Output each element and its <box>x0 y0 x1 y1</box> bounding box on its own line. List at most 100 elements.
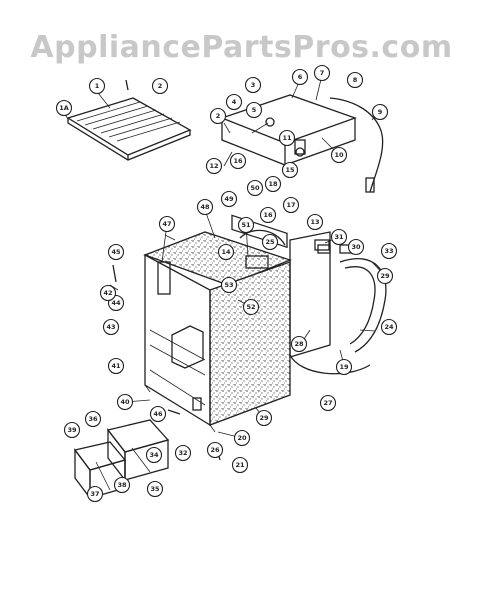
callout[interactable]: 39 <box>63 421 81 439</box>
callout[interactable]: 40 <box>116 393 134 411</box>
svg-text:42: 42 <box>103 289 112 297</box>
svg-text:24: 24 <box>384 323 394 331</box>
callout[interactable]: 5 <box>245 101 263 119</box>
callout[interactable]: 43 <box>102 318 120 336</box>
callout[interactable]: 14 <box>217 243 235 261</box>
callout[interactable]: 4 <box>225 93 243 111</box>
callout[interactable]: 32 <box>174 444 192 462</box>
callout[interactable]: 21 <box>231 456 249 474</box>
svg-text:51: 51 <box>241 221 251 229</box>
callout[interactable]: 35 <box>146 480 164 498</box>
callout[interactable]: 41 <box>107 357 125 375</box>
svg-text:27: 27 <box>323 399 332 407</box>
svg-text:32: 32 <box>178 449 187 457</box>
svg-text:10: 10 <box>334 151 344 159</box>
callout[interactable]: 18 <box>264 175 282 193</box>
svg-text:1: 1 <box>95 82 100 90</box>
svg-text:30: 30 <box>351 243 361 251</box>
callout[interactable]: 16 <box>229 152 247 170</box>
callout[interactable]: 17 <box>282 196 300 214</box>
callout[interactable]: 26 <box>206 441 224 459</box>
svg-text:19: 19 <box>339 363 349 371</box>
callout[interactable]: 53 <box>220 276 238 294</box>
svg-text:53: 53 <box>224 281 233 289</box>
hoses <box>289 244 387 375</box>
svg-text:11: 11 <box>282 134 292 142</box>
callout[interactable]: 3 <box>244 76 262 94</box>
callout[interactable]: 15 <box>281 161 299 179</box>
callout[interactable]: 20 <box>233 429 251 447</box>
svg-text:12: 12 <box>209 162 218 170</box>
callout[interactable]: 45 <box>107 243 125 261</box>
callout[interactable]: 29 <box>255 409 273 427</box>
cabinet <box>143 229 292 433</box>
svg-text:16: 16 <box>233 157 243 165</box>
watermark: AppliancePartsPros.com <box>30 30 453 65</box>
svg-text:44: 44 <box>111 299 121 307</box>
callout[interactable]: 37 <box>86 485 104 503</box>
callout[interactable]: 42 <box>99 284 117 302</box>
callout[interactable]: 2 <box>151 77 169 95</box>
callout[interactable]: 29 <box>376 267 394 285</box>
svg-text:36: 36 <box>88 415 98 423</box>
svg-text:47: 47 <box>162 220 171 228</box>
callout[interactable]: 36 <box>84 410 102 428</box>
callout[interactable]: 16 <box>259 206 277 224</box>
svg-text:37: 37 <box>90 490 99 498</box>
callout[interactable]: 13 <box>306 213 324 231</box>
svg-text:31: 31 <box>334 233 344 241</box>
callout[interactable]: 33 <box>380 242 398 260</box>
callout[interactable]: 11 <box>278 129 296 147</box>
svg-text:14: 14 <box>221 248 231 256</box>
callout[interactable]: 12 <box>205 157 223 175</box>
svg-text:7: 7 <box>320 69 325 77</box>
callout[interactable]: 51 <box>237 216 255 234</box>
callout[interactable]: 38 <box>113 476 131 494</box>
callout[interactable]: 1 <box>88 77 106 95</box>
callout[interactable]: 19 <box>335 358 353 376</box>
svg-text:25: 25 <box>265 238 275 246</box>
callout[interactable]: 7 <box>313 64 331 82</box>
callout[interactable]: 6 <box>291 68 309 86</box>
callout[interactable]: 34 <box>145 446 163 464</box>
svg-text:21: 21 <box>235 461 245 469</box>
svg-text:18: 18 <box>268 180 278 188</box>
callout[interactable]: 10 <box>330 146 348 164</box>
callout[interactable]: 47 <box>158 215 176 233</box>
small-parts <box>109 79 221 461</box>
callout[interactable]: 48 <box>196 198 214 216</box>
svg-text:49: 49 <box>224 195 234 203</box>
callout[interactable]: 1A <box>55 99 73 117</box>
callout[interactable]: 49 <box>220 190 238 208</box>
svg-text:2: 2 <box>158 82 163 90</box>
svg-text:52: 52 <box>246 303 255 311</box>
svg-text:2: 2 <box>216 112 221 120</box>
svg-text:34: 34 <box>149 451 159 459</box>
svg-text:29: 29 <box>380 272 390 280</box>
callout[interactable]: 25 <box>261 233 279 251</box>
svg-text:41: 41 <box>111 362 121 370</box>
callout[interactable]: 46 <box>149 405 167 423</box>
svg-text:35: 35 <box>150 485 160 493</box>
callout[interactable]: 28 <box>290 335 308 353</box>
svg-text:16: 16 <box>263 211 273 219</box>
callout[interactable]: 24 <box>380 318 398 336</box>
callout[interactable]: 52 <box>242 298 260 316</box>
callout[interactable]: 50 <box>246 179 264 197</box>
svg-text:8: 8 <box>353 76 358 84</box>
svg-text:15: 15 <box>285 166 295 174</box>
callout[interactable]: 31 <box>330 228 348 246</box>
callout[interactable]: 2 <box>209 107 227 125</box>
callout[interactable]: 27 <box>319 394 337 412</box>
callout[interactable]: 9 <box>371 103 389 121</box>
svg-text:43: 43 <box>106 323 115 331</box>
callout[interactable]: 30 <box>347 238 365 256</box>
svg-text:17: 17 <box>286 201 295 209</box>
callout[interactable]: 8 <box>346 71 364 89</box>
svg-text:28: 28 <box>294 340 304 348</box>
svg-text:40: 40 <box>120 398 130 406</box>
svg-text:5: 5 <box>252 106 257 114</box>
svg-text:33: 33 <box>384 247 393 255</box>
svg-text:9: 9 <box>378 108 383 116</box>
